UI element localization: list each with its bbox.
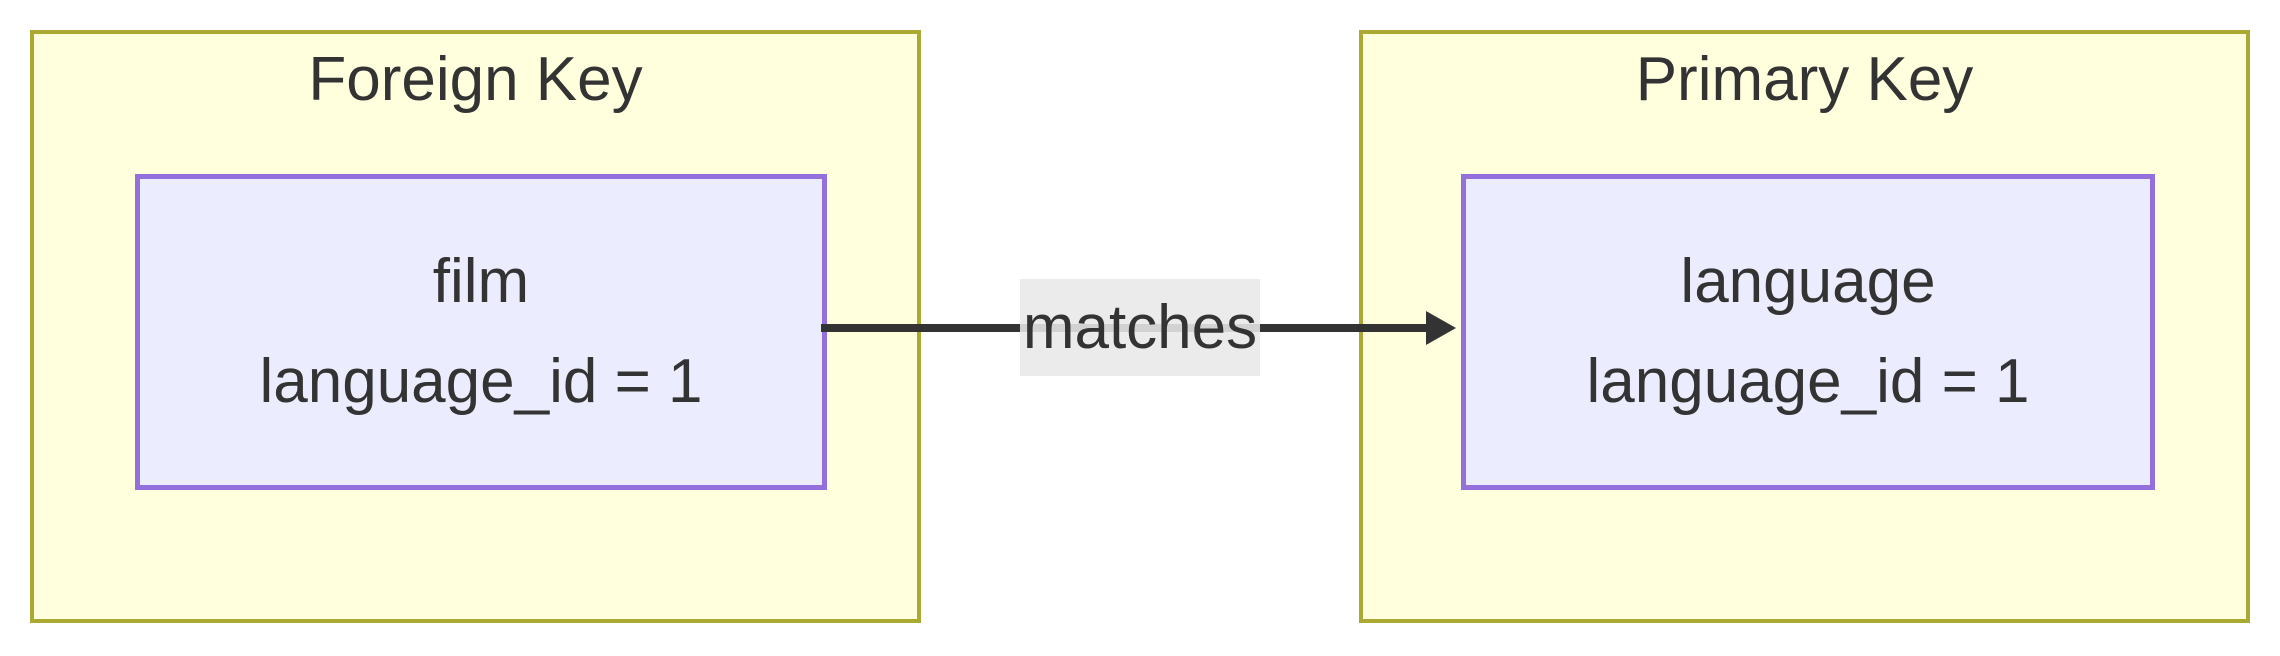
node-film: film language_id = 1 (135, 174, 827, 490)
node-language: language language_id = 1 (1461, 174, 2155, 490)
node-language-detail: language_id = 1 (1586, 347, 2030, 416)
cluster-primary-key: Primary Key language language_id = 1 (1359, 30, 2250, 623)
cluster-primary-key-title: Primary Key (1635, 45, 1974, 114)
node-language-name: language (1680, 247, 1936, 316)
arrowhead-icon (1426, 311, 1456, 345)
node-film-name: film (432, 247, 530, 316)
cluster-foreign-key: Foreign Key film language_id = 1 (30, 30, 921, 623)
edge-label-matches: matches (1020, 279, 1260, 376)
node-film-detail: language_id = 1 (259, 347, 703, 416)
cluster-foreign-key-title: Foreign Key (308, 45, 643, 114)
